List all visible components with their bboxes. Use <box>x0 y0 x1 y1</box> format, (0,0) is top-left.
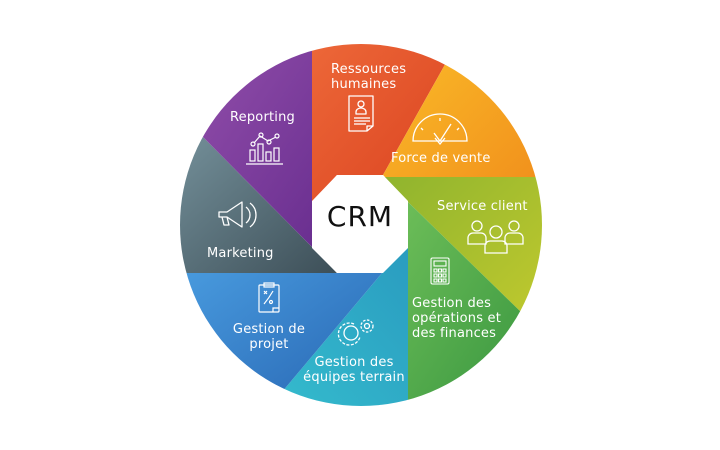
label-gestion-de-projet: Gestion de projet <box>229 322 309 352</box>
label-line: projet <box>249 337 289 352</box>
label-line: Marketing <box>207 246 274 261</box>
speedometer-check-icon <box>412 113 468 146</box>
bar-chart-line-icon <box>246 132 283 165</box>
label-gestion-equipes-terrain: Gestion des équipes terrain <box>302 355 406 385</box>
label-line: Ressources <box>331 62 407 77</box>
label-service-client: Service client <box>437 199 528 214</box>
label-line: des finances <box>412 326 497 341</box>
label-line: Gestion des <box>314 355 394 370</box>
label-line: Gestion des <box>412 296 492 311</box>
label-force-de-vente: Force de vente <box>391 151 491 166</box>
clipboard-strategy-icon <box>258 282 280 313</box>
label-reporting: Reporting <box>230 110 295 125</box>
segment-service-client <box>382 177 542 350</box>
calculator-icon <box>430 257 450 285</box>
people-group-icon <box>467 220 524 254</box>
resume-document-icon <box>348 95 374 132</box>
label-line: équipes terrain <box>303 370 405 385</box>
megaphone-icon <box>218 201 257 228</box>
label-line: Gestion de <box>232 322 306 337</box>
label-marketing: Marketing <box>207 246 274 261</box>
label-line: humaines <box>331 77 397 92</box>
label-line: Reporting <box>230 110 295 125</box>
segment-gestion-equipes-terrain <box>250 247 408 406</box>
label-gestion-operations-finances: Gestion des opérations et des finances <box>412 296 501 341</box>
label-ressources-humaines: Ressources humaines <box>331 62 406 92</box>
label-line: opérations et <box>412 311 502 326</box>
segment-ressources-humaines <box>312 44 470 202</box>
center-octagon <box>312 175 408 273</box>
gears-icon <box>337 319 374 346</box>
label-line: Force de vente <box>391 151 491 166</box>
label-line: Service client <box>437 199 528 214</box>
center-label: CRM <box>326 200 394 233</box>
segment-marketing <box>180 115 337 273</box>
